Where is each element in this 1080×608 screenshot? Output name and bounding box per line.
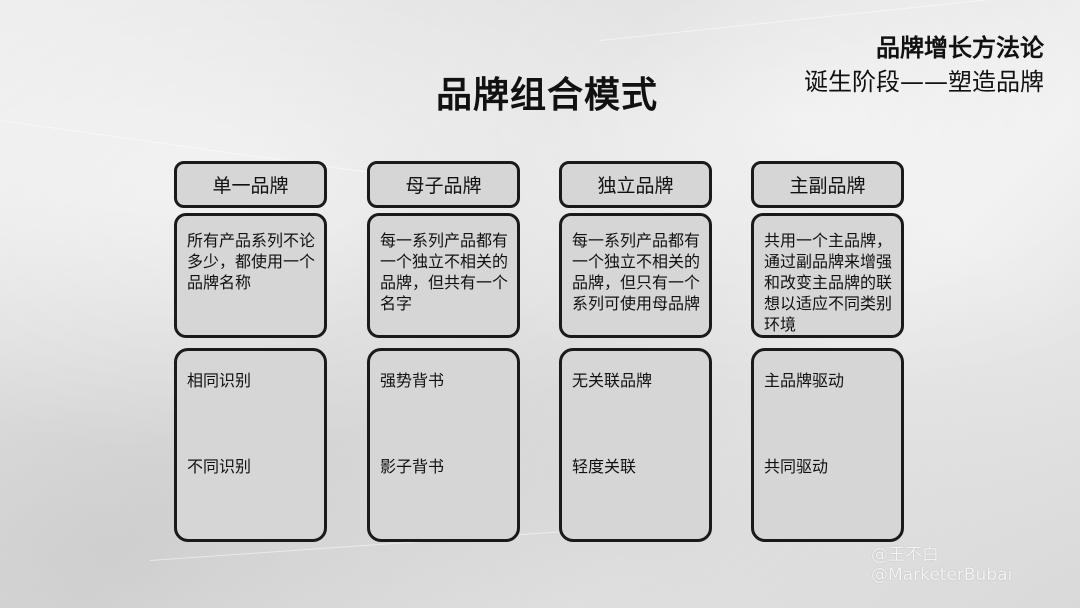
column-detail-box: 主品牌驱动 共同驱动: [751, 348, 904, 542]
detail-item: 影子背书: [380, 457, 445, 476]
page-title: 品牌组合模式: [436, 75, 659, 116]
detail-item: 主品牌驱动: [764, 371, 845, 390]
brand-subtitle: 诞生阶段——塑造品牌: [804, 68, 1044, 96]
column-header-master-sub-brand: 主副品牌: [751, 161, 904, 208]
brand-title: 品牌增长方法论: [876, 34, 1044, 62]
detail-item: 无关联品牌: [572, 371, 653, 390]
column-detail-box: 相同识别 不同识别: [174, 348, 327, 542]
watermark-handle-en: @MarketerBubai: [871, 565, 1013, 585]
column-description: 每一系列产品都有一个独立不相关的品牌，但只有一个系列可使用母品牌: [559, 213, 712, 338]
column-detail-box: 无关联品牌 轻度关联: [559, 348, 712, 542]
column-header-independent-brand: 独立品牌: [559, 161, 712, 208]
detail-item: 轻度关联: [572, 457, 637, 476]
column-description: 所有产品系列不论多少，都使用一个品牌名称: [174, 213, 327, 338]
watermark-handle-cn: @王不白: [871, 545, 939, 565]
column-header-single-brand: 单一品牌: [174, 161, 327, 208]
detail-item: 共同驱动: [764, 457, 829, 476]
column-header-parent-child-brand: 母子品牌: [367, 161, 520, 208]
column-description: 每一系列产品都有一个独立不相关的品牌，但共有一个名字: [367, 213, 520, 338]
detail-item: 不同识别: [187, 457, 252, 476]
detail-item: 强势背书: [380, 371, 445, 390]
column-description: 共用一个主品牌，通过副品牌来增强和改变主品牌的联想以适应不同类别环境: [751, 213, 904, 338]
column-detail-box: 强势背书 影子背书: [367, 348, 520, 542]
detail-item: 相同识别: [187, 371, 252, 390]
